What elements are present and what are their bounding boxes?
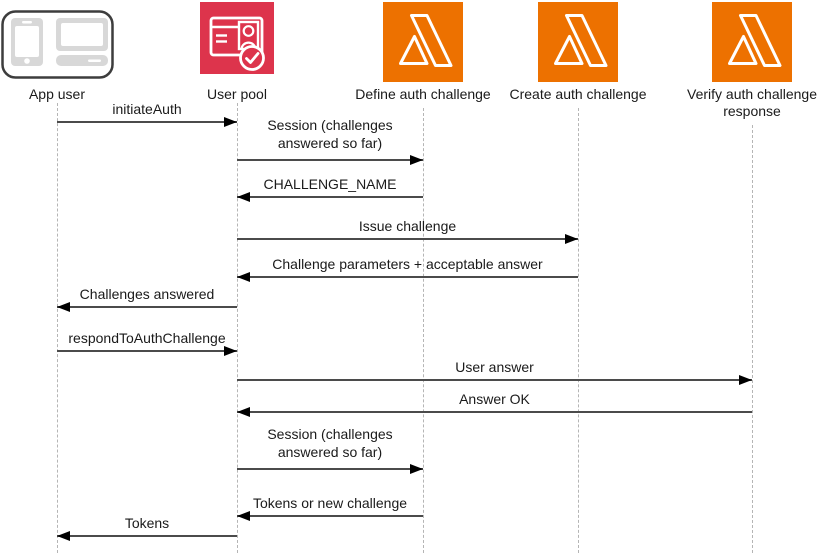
actor-label: App user	[28, 86, 86, 102]
message-label: Challenge parameters + acceptable answer	[272, 256, 543, 272]
message-label: Tokens	[124, 515, 170, 531]
arrowhead-icon	[739, 375, 752, 385]
arrowhead-icon	[237, 272, 250, 282]
message-arrow-line	[57, 306, 237, 308]
message-arrow-line	[237, 159, 423, 161]
arrowhead-icon	[410, 155, 423, 165]
message-label: Answer OK	[459, 391, 530, 407]
message-arrow-line	[57, 350, 237, 352]
arrowhead-icon	[57, 302, 70, 312]
actor-icon-wrap	[383, 0, 463, 84]
message-label: CHALLENGE_NAME	[263, 176, 397, 192]
actor-define-auth-challenge: Define auth challenge	[333, 0, 513, 103]
actor-icon-wrap	[200, 0, 274, 84]
message-arrow-line	[57, 121, 237, 123]
actor-label: User pool	[207, 86, 267, 102]
lifeline-define-auth-challenge	[423, 108, 424, 553]
arrowhead-icon	[224, 346, 237, 356]
lifeline-app-user	[57, 103, 58, 553]
lambda-icon	[538, 2, 618, 82]
message-arrow-line	[237, 411, 752, 413]
message-label: Tokens or new challenge	[252, 495, 408, 511]
actor-app-user: App user	[0, 0, 147, 103]
message-arrow-line	[237, 276, 578, 278]
actor-icon-wrap	[0, 0, 114, 84]
message-arrow-line	[237, 379, 752, 381]
lambda-icon	[383, 2, 463, 82]
arrowhead-icon	[237, 192, 250, 202]
message-label: Issue challenge	[358, 218, 457, 234]
lifeline-user-pool	[237, 103, 238, 553]
actor-create-auth-challenge: Create auth challenge	[488, 0, 668, 103]
actor-user-pool: User pool	[147, 0, 327, 103]
actor-label: Verify auth challenge response	[687, 86, 817, 119]
actor-label: Define auth challenge	[355, 86, 491, 102]
message-label: respondToAuthChallenge	[68, 330, 226, 346]
message-label: Challenges answered	[79, 286, 215, 302]
arrowhead-icon	[565, 234, 578, 244]
message-arrow-line	[237, 515, 423, 517]
actor-icon-wrap	[712, 0, 792, 84]
lambda-icon	[712, 2, 792, 82]
actor-verify-auth-challenge: Verify auth challenge response	[662, 0, 836, 120]
message-label: User answer	[455, 359, 534, 375]
message-label: Session (challenges answered so far)	[267, 117, 393, 151]
actor-icon-wrap	[538, 0, 618, 84]
arrowhead-icon	[410, 464, 423, 474]
message-label: Session (challenges answered so far)	[267, 426, 393, 460]
arrowhead-icon	[237, 511, 250, 521]
message-arrow-line	[57, 535, 237, 537]
arrowhead-icon	[224, 117, 237, 127]
arrowhead-icon	[57, 531, 70, 541]
arrowhead-icon	[237, 407, 250, 417]
id-card-check-icon	[200, 2, 274, 74]
lifeline-verify-auth-challenge	[752, 125, 753, 553]
actor-label: Create auth challenge	[509, 86, 647, 102]
message-arrow-line	[237, 238, 578, 240]
message-label: initiateAuth	[112, 101, 182, 117]
message-arrow-line	[237, 196, 423, 198]
devices-icon	[0, 10, 114, 79]
lifeline-create-auth-challenge	[578, 108, 579, 553]
message-arrow-line	[237, 468, 423, 470]
